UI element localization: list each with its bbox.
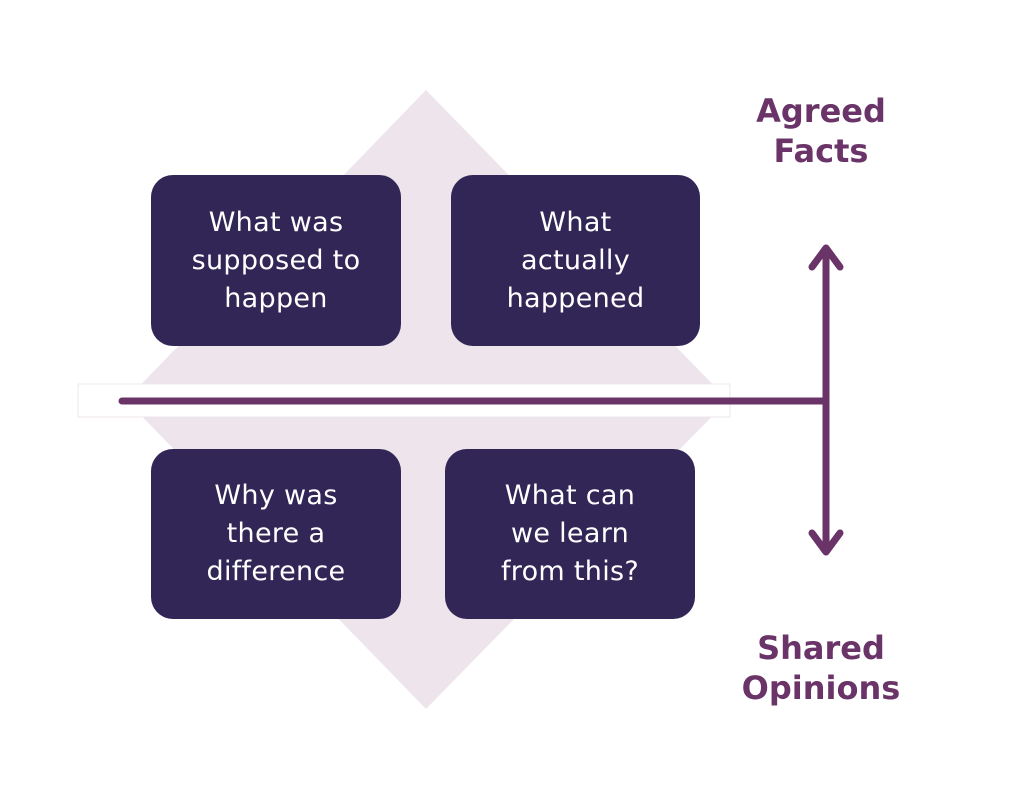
- arrow-down-icon: [808, 529, 844, 556]
- quadrant-bottom-left-text: Why was there a difference: [206, 480, 346, 587]
- quadrant-top-right: What actually happened: [451, 175, 700, 346]
- arrow-up-icon: [808, 244, 844, 271]
- quadrant-top-left-text: What was supposed to happen: [191, 206, 361, 314]
- axis-label-shared-opinions: Shared Opinions: [741, 629, 901, 707]
- quadrant-bottom-right-text: What can we learn from this?: [500, 480, 639, 587]
- axis-label-agreed-facts: Agreed Facts: [756, 92, 886, 170]
- quadrant-top-left: What was supposed to happen: [151, 175, 401, 346]
- quadrant-bottom-right: What can we learn from this?: [445, 449, 695, 619]
- quadrant-top-right-text: What actually happened: [506, 206, 645, 314]
- quadrant-bottom-left: Why was there a difference: [151, 449, 401, 619]
